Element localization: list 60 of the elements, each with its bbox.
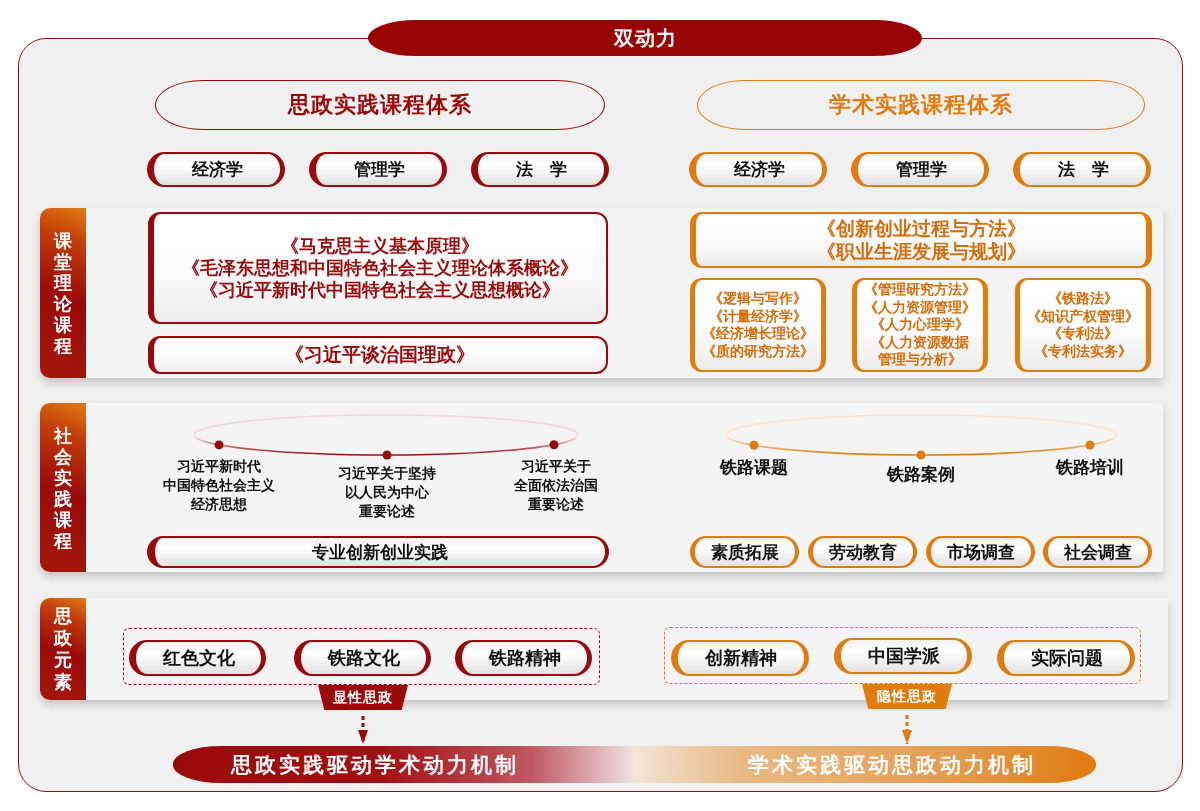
activity-pill: 素质拓展 — [690, 536, 799, 568]
course-title: 《知识产权管理》 — [1027, 307, 1139, 325]
course-title: 《马克思主义基本原理》 — [281, 235, 479, 257]
course-title: 《铁路法》 — [1048, 290, 1118, 308]
dashed-arrow — [902, 715, 912, 744]
side-tab: 思政元素 — [40, 598, 86, 700]
activity-pill: 劳动教育 — [808, 536, 917, 568]
subject-pill: 创新精神 — [671, 640, 809, 676]
tab-label: 显性思政 — [318, 685, 408, 710]
course-title: 《专利法实务》 — [1034, 342, 1132, 360]
subject-pill: 铁路精神 — [455, 640, 592, 676]
course-title: 《人力资源管理》 — [864, 298, 976, 317]
subject-pill: 法 学 — [1013, 152, 1151, 187]
banner: 学术实践驱动思政动力机制 — [633, 746, 1096, 783]
course-box — [148, 212, 608, 324]
caption-text: 习近平新时代中国特色社会主义经济思想 — [163, 457, 275, 514]
banner: 思政实践驱动学术动力机制 — [173, 746, 633, 783]
course-box — [852, 278, 988, 372]
activity-pill: 专业创新创业实践 — [147, 536, 609, 568]
tab-label: 隐性思政 — [862, 684, 952, 709]
caption-text: 习近平关于全面依法治国重要论述 — [514, 457, 598, 514]
course-title: 《创新创业过程与方法》 — [816, 217, 1026, 240]
course-box: 《习近平谈治国理政》 — [148, 336, 608, 374]
subject-pill: 经济学 — [147, 152, 285, 187]
course-box — [690, 278, 826, 372]
course-title: 《职业生涯发展与规划》 — [816, 240, 1026, 263]
subject-pill: 管理学 — [851, 152, 989, 187]
caption-text: 铁路培训 — [1056, 456, 1124, 478]
course-title: 《专利法》 — [1048, 325, 1118, 343]
course-title: 《毛泽东思想和中国特色社会主义理论体系概论》 — [182, 257, 578, 279]
course-title: 《习近平新时代中国特色社会主义思想概论》 — [200, 279, 560, 301]
caption-text: 铁路案例 — [887, 463, 955, 485]
side-tab: 课堂理论课程 — [40, 208, 86, 378]
course-box — [1015, 278, 1151, 372]
course-title: 《人力资源数据管理与分析》 — [871, 333, 969, 369]
subject-pill: 中国学派 — [834, 638, 972, 674]
subject-pill: 经济学 — [689, 152, 827, 187]
subject-pill: 法 学 — [471, 152, 609, 187]
caption-text: 铁路课题 — [720, 456, 788, 478]
activity-pill: 市场调查 — [926, 536, 1035, 568]
subject-pill: 铁路文化 — [294, 640, 431, 676]
side-tab: 社会实践课程 — [40, 403, 86, 572]
dashed-arrow — [358, 716, 368, 744]
section-panel — [40, 208, 1163, 378]
course-title: 《管理研究方法》 — [864, 281, 976, 299]
subject-pill: 红色文化 — [129, 640, 266, 676]
dashed-frame — [664, 627, 1141, 684]
activity-pill: 社会调查 — [1043, 536, 1152, 568]
dashed-frame — [123, 628, 600, 685]
course-box — [690, 212, 1152, 268]
subject-pill: 管理学 — [309, 152, 447, 187]
course-title: 《逻辑与写作》 — [709, 290, 807, 308]
course-title: 《质的研究方法》 — [702, 342, 814, 360]
caption-text: 习近平关于坚持以人民为中心重要论述 — [338, 464, 436, 521]
course-title: 《经济增长理论》 — [702, 325, 814, 343]
course-title: 《计量经济学》 — [709, 307, 807, 325]
section-panel — [40, 403, 1163, 572]
course-title: 《人力心理学》 — [871, 316, 969, 334]
title-tab: 双动力 — [368, 20, 922, 56]
subject-pill: 实际问题 — [997, 640, 1135, 676]
